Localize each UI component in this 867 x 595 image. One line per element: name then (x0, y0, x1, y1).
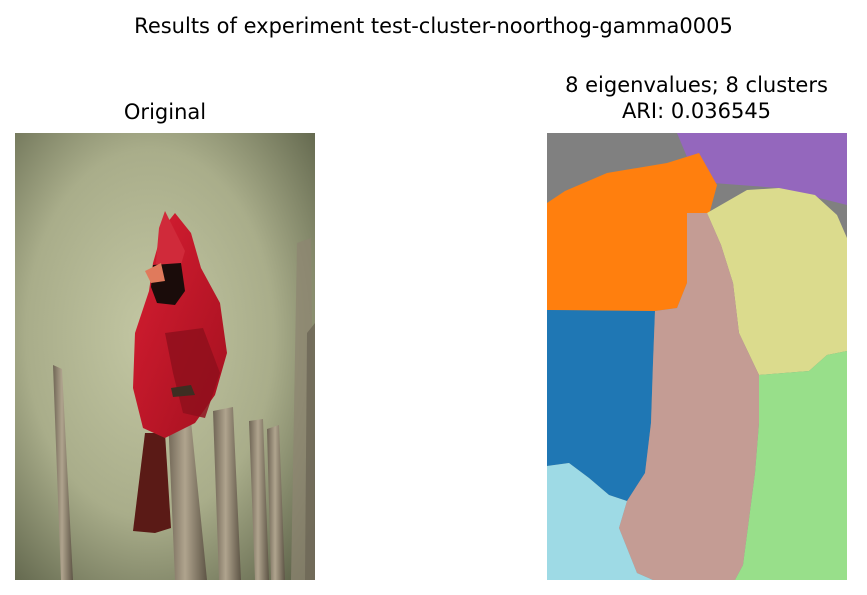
cluster-green-region (735, 351, 847, 580)
cardinal-feet (171, 385, 195, 397)
segmentation-title-line-ari: ARI: 0.036545 (621, 99, 772, 123)
fence-post-left (53, 365, 73, 580)
fence-post-mid-right (213, 407, 241, 580)
segmentation-title-line-eigenvalues: 8 eigenvalues; 8 clusters (565, 73, 828, 97)
fence-post-right-a (249, 419, 269, 580)
figure-suptitle: Results of experiment test-cluster-noort… (134, 14, 733, 38)
fence-post-right-b (267, 425, 285, 580)
background-post-far-right (305, 323, 315, 580)
cardinal-beak (145, 263, 165, 283)
cardinal-crest (155, 211, 185, 273)
cardinal-tail (133, 433, 171, 533)
segmentation-panel-title: 8 eigenvalues; 8 clusters ARI: 0.036545 (527, 72, 866, 124)
segmentation-image-panel (547, 133, 847, 580)
cluster-lightblue-region (547, 463, 653, 580)
cluster-khaki-region (707, 188, 847, 375)
fence-post-center (167, 393, 207, 580)
cluster-blue-region (547, 310, 655, 501)
cluster-purple-region (677, 133, 847, 205)
segmentation-map (547, 133, 847, 580)
cluster-rose-region (619, 213, 773, 580)
original-image-panel (15, 133, 315, 580)
cardinal-photo (15, 133, 315, 580)
cluster-orange-region (547, 153, 717, 311)
original-panel-title: Original (123, 100, 207, 124)
